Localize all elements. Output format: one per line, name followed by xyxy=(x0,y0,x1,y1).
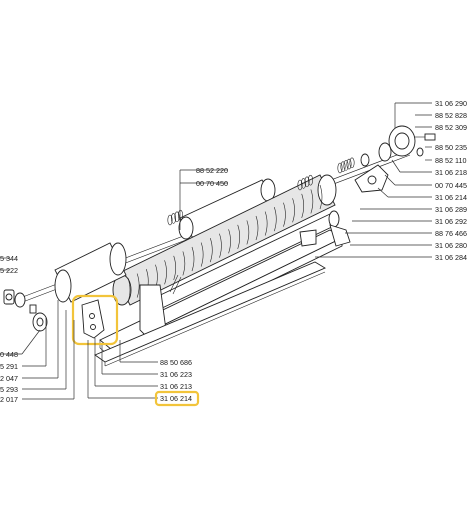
roller-flute xyxy=(210,238,213,263)
roller-flute xyxy=(173,255,177,280)
spring-coil xyxy=(297,179,303,191)
part-label: 31 06 290 xyxy=(435,99,467,108)
part-label-highlighted: 31 06 214 xyxy=(160,394,192,403)
fluted-roller xyxy=(112,174,337,306)
roller-flute xyxy=(191,246,195,272)
part-label: 88 52 110 xyxy=(435,156,466,165)
spring-coil xyxy=(174,211,180,223)
spring-coil xyxy=(304,176,310,188)
part-label: 5 293 xyxy=(0,385,18,394)
brackets xyxy=(81,224,351,341)
part-label: 31 06 289 xyxy=(435,205,467,214)
roller-flute xyxy=(182,251,186,276)
spring-coil xyxy=(340,161,346,172)
part-label: 88 76 466 xyxy=(435,229,467,238)
roller-flutes xyxy=(127,184,323,303)
part-label: 00 70 450 xyxy=(196,179,228,188)
part-label: 31 06 214 xyxy=(435,193,467,202)
roller-flute xyxy=(310,189,314,214)
part-label: 5 344 xyxy=(0,254,18,263)
roller-flute xyxy=(274,207,277,232)
roller-flute xyxy=(228,229,231,254)
roller-flute xyxy=(219,233,222,258)
roller-flute xyxy=(255,215,259,241)
spring-coil xyxy=(349,157,355,169)
part-label: 88 52 828 xyxy=(435,111,467,120)
part-label: 00 70 445 xyxy=(435,181,467,190)
part-label: 31 06 280 xyxy=(435,241,467,250)
roller-flute xyxy=(264,211,268,236)
left-part-labels: 5 344 5 222 0 448 5 291 2 047 5 293 2 01… xyxy=(0,254,18,404)
spring-coil xyxy=(171,213,177,224)
spring-coil xyxy=(178,209,184,221)
part-label: 2 047 xyxy=(0,374,18,383)
roller-flute xyxy=(127,277,131,303)
label-highlight-box xyxy=(154,390,200,407)
spring-coil xyxy=(300,178,306,189)
part-label: 88 52 220 xyxy=(196,166,228,175)
roller-flute xyxy=(136,273,140,298)
part-label: 0 448 xyxy=(0,350,18,359)
roller-flute xyxy=(200,242,204,267)
part-label: 5 222 xyxy=(0,266,18,275)
roller-flute xyxy=(301,193,305,218)
spring-coil xyxy=(343,160,349,171)
spring-coil xyxy=(337,162,343,174)
roller-flute xyxy=(164,260,167,285)
spring-coils xyxy=(167,157,355,226)
spring-coil xyxy=(307,174,313,186)
right-part-labels: 31 06 290 88 52 828 88 52 309 88 50 235 … xyxy=(435,99,467,262)
part-label: 2 017 xyxy=(0,395,18,404)
part-label: 31 06 223 xyxy=(160,370,192,379)
leader-lines xyxy=(0,102,432,400)
part-label: 5 291 xyxy=(0,362,18,371)
part-label: 31 06 292 xyxy=(435,217,467,226)
part-label: 88 50 235 xyxy=(435,143,467,152)
part-label: 31 06 213 xyxy=(160,382,192,391)
part-label: 31 06 284 xyxy=(435,253,467,262)
spring-coil xyxy=(346,158,352,170)
bottom-part-labels: 88 50 686 31 06 223 31 06 213 31 06 214 xyxy=(160,358,192,403)
roller-flute xyxy=(283,202,286,227)
part-label: 88 50 686 xyxy=(160,358,192,367)
part-label: 88 52 309 xyxy=(435,123,467,132)
top-part-labels: 88 52 220 00 70 450 xyxy=(196,166,228,188)
part-label: 31 06 218 xyxy=(435,168,467,177)
roller-flute xyxy=(292,198,295,223)
roller-flute xyxy=(246,220,250,245)
left-end-hardware xyxy=(3,289,48,332)
roller-flute xyxy=(319,184,323,210)
roller-flute xyxy=(237,224,241,249)
right-end-hardware xyxy=(354,125,436,193)
left-roller xyxy=(54,242,127,303)
spring-coil xyxy=(167,214,173,226)
upper-roller xyxy=(178,178,276,240)
